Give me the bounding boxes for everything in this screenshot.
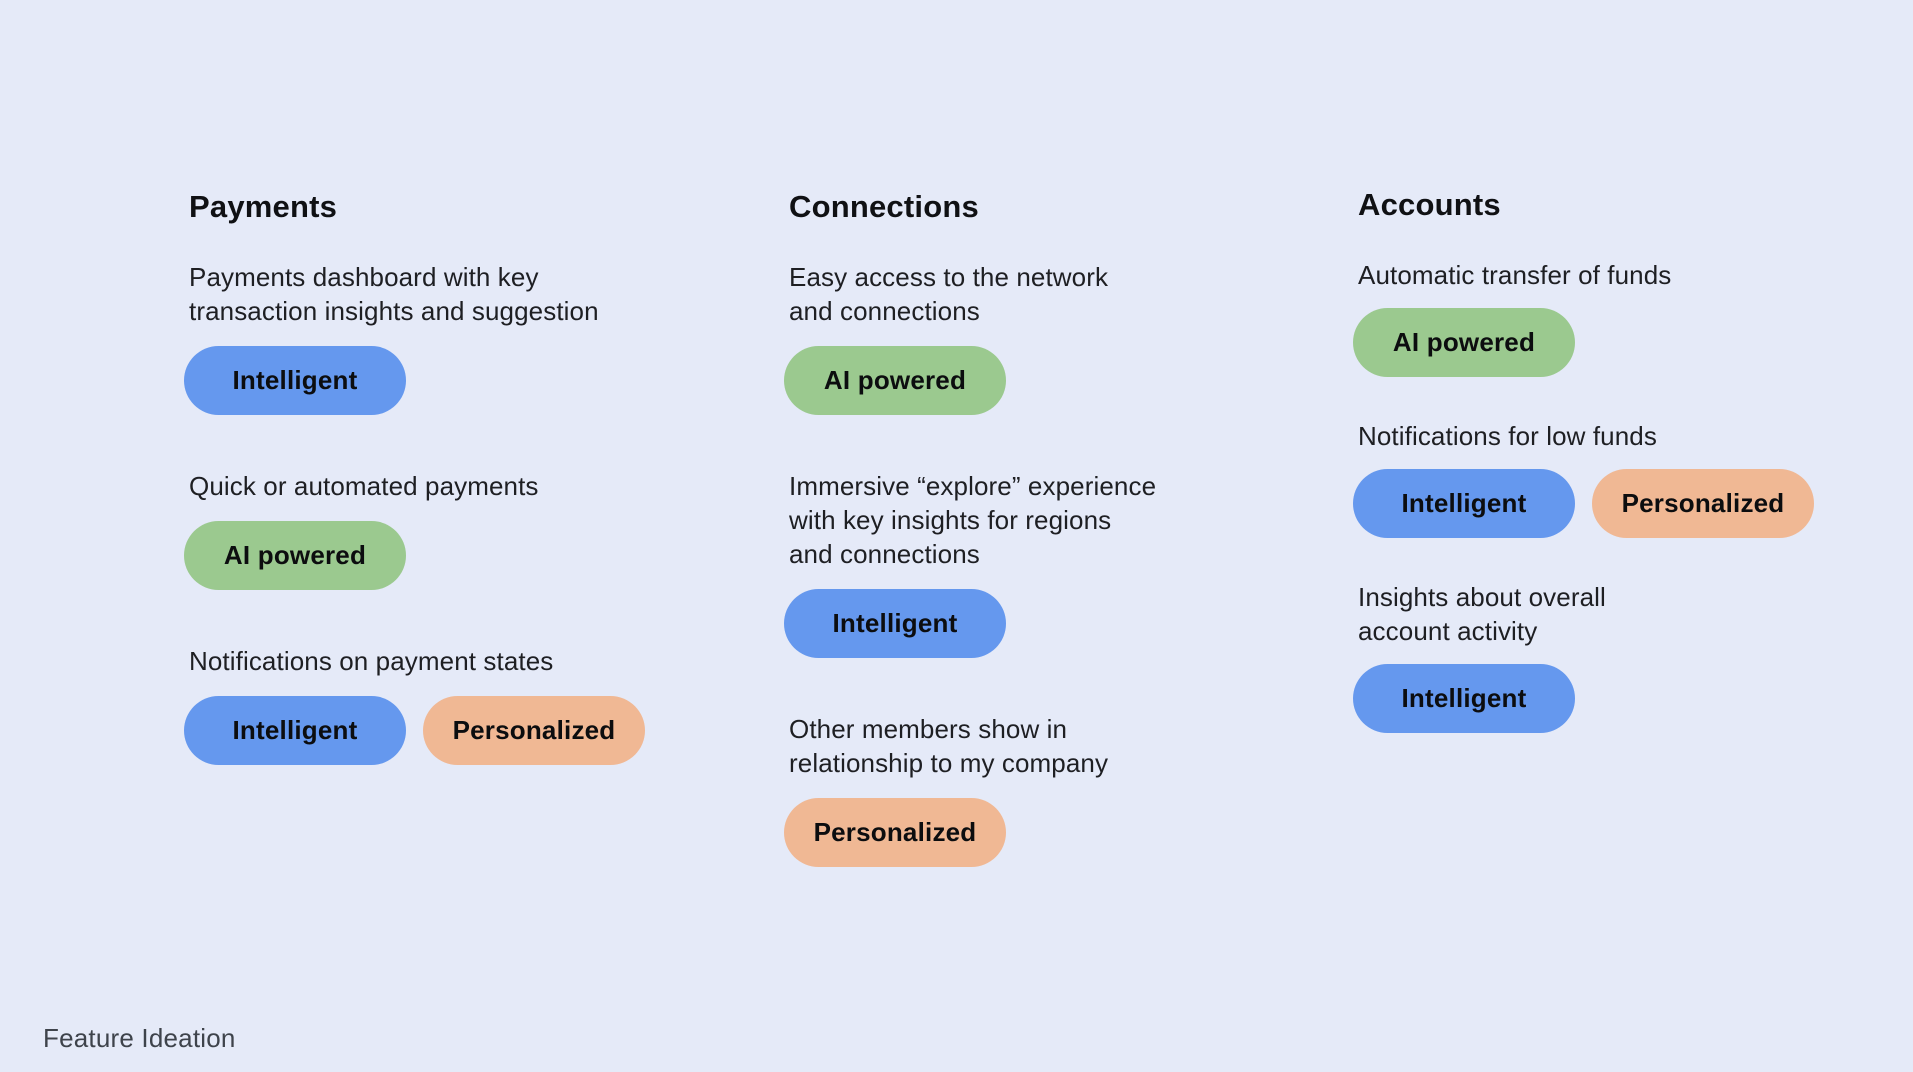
tag-pill-intelligent[interactable]: Intelligent <box>184 696 406 765</box>
tag-pill-row: AI powered <box>184 521 709 590</box>
feature-description: Notifications on payment states <box>189 646 554 676</box>
tag-pill-row: Personalized <box>784 798 1309 867</box>
tag-pill-row: Intelligent Personalized <box>184 696 709 765</box>
feature-description: Other members show in relationship to my… <box>789 714 1109 778</box>
tag-pill-intelligent[interactable]: Intelligent <box>184 346 406 415</box>
tag-pill-intelligent[interactable]: Intelligent <box>784 589 1006 658</box>
tag-pill-ai-powered[interactable]: AI powered <box>184 521 406 590</box>
tag-pill-personalized[interactable]: Personalized <box>423 696 645 765</box>
feature-description: Notifications for low funds <box>1358 421 1657 451</box>
feature-description: Easy access to the network and connectio… <box>789 262 1109 326</box>
tag-pill-row: AI powered <box>784 346 1309 415</box>
tag-pill-intelligent[interactable]: Intelligent <box>1353 469 1575 538</box>
tag-pill-ai-powered[interactable]: AI powered <box>1353 308 1575 377</box>
tag-pill-personalized[interactable]: Personalized <box>1592 469 1814 538</box>
column-accounts: Accounts Automatic transfer of funds AI … <box>1353 186 1878 775</box>
board-title: Feature Ideation <box>43 1023 236 1053</box>
feature-description: Automatic transfer of funds <box>1358 260 1672 290</box>
column-title: Connections <box>789 189 979 224</box>
tag-pill-row: Intelligent Personalized <box>1353 469 1878 538</box>
feature-description: Payments dashboard with key transaction … <box>189 262 599 326</box>
tag-pill-intelligent[interactable]: Intelligent <box>1353 664 1575 733</box>
tag-pill-row: Intelligent <box>1353 664 1878 733</box>
feature-description: Immersive “explore” experience with key … <box>789 471 1157 569</box>
column-payments: Payments Payments dashboard with key tra… <box>184 188 709 819</box>
feature-description: Quick or automated payments <box>189 471 539 501</box>
tag-pill-personalized[interactable]: Personalized <box>784 798 1006 867</box>
column-title: Payments <box>189 189 338 224</box>
tag-pill-row: Intelligent <box>184 346 709 415</box>
tag-pill-ai-powered[interactable]: AI powered <box>784 346 1006 415</box>
column-connections: Connections Easy access to the network a… <box>784 188 1309 921</box>
feature-description: Insights about overall account activity <box>1358 582 1606 646</box>
tag-pill-row: AI powered <box>1353 308 1878 377</box>
column-title: Accounts <box>1358 187 1501 222</box>
tag-pill-row: Intelligent <box>784 589 1309 658</box>
